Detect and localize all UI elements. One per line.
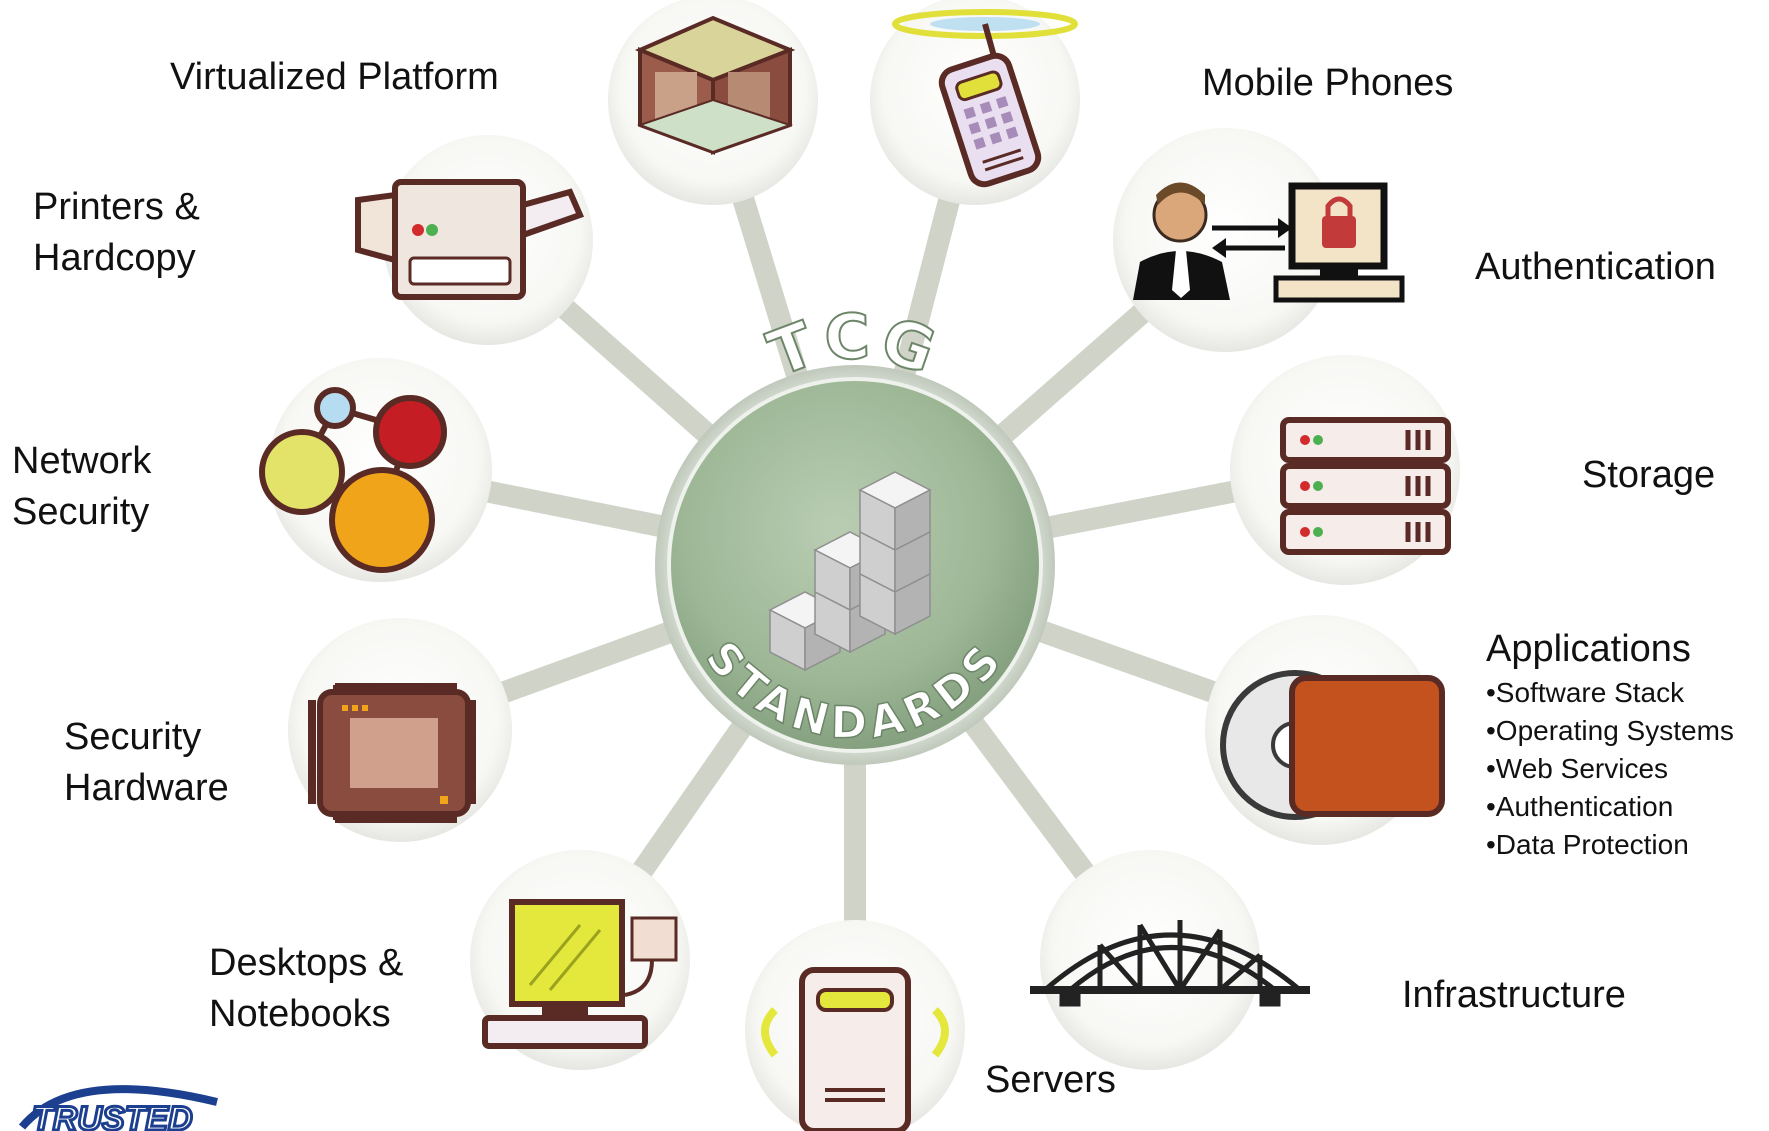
- virtualized-platform-icon: [634, 15, 796, 155]
- label-mobile-phones: Mobile Phones: [1202, 62, 1454, 104]
- label-printers-line2: Hardcopy: [33, 237, 196, 279]
- authentication-icon: [1133, 182, 1405, 303]
- logo-text: TRUSTED: [32, 1100, 193, 1131]
- printer-icon: [355, 179, 585, 300]
- network-security-icon: [259, 387, 447, 573]
- label-authentication: Authentication: [1475, 246, 1716, 288]
- label-security-hw-line2: Hardware: [64, 767, 229, 809]
- label-network-line1: Network: [12, 440, 152, 482]
- label-virtualized-platform: Virtualized Platform: [170, 56, 499, 98]
- storage-unit: [1280, 417, 1451, 463]
- label-network-line2: Security: [12, 491, 150, 533]
- bridge-icon: [1030, 920, 1310, 1007]
- label-applications: Applications: [1486, 628, 1691, 670]
- mobile-phone-icon: [892, 9, 1078, 188]
- cube-stairs-icon: [768, 471, 932, 672]
- applications-item: •Data Protection: [1486, 829, 1689, 860]
- label-security-hw-line1: Security: [64, 716, 202, 758]
- applications-item: •Authentication: [1486, 791, 1674, 822]
- applications-icon: [1220, 670, 1445, 820]
- applications-item: •Operating Systems: [1486, 715, 1734, 746]
- label-desktops-line2: Notebooks: [209, 993, 391, 1035]
- label-storage: Storage: [1582, 454, 1716, 496]
- applications-item: •Web Services: [1486, 753, 1669, 784]
- label-infrastructure: Infrastructure: [1402, 974, 1626, 1016]
- storage-icon: [1280, 417, 1451, 555]
- desktop-icon: [482, 899, 678, 1049]
- tcg-standards-hub: TCG STANDARDS: [655, 299, 1055, 765]
- label-servers: Servers: [985, 1059, 1116, 1101]
- security-chip-icon: [308, 683, 476, 823]
- bubble-infrastructure: [1040, 850, 1260, 1070]
- applications-item: •Software Stack: [1486, 677, 1685, 708]
- trusted-logo: TRUSTED: [18, 1085, 218, 1131]
- label-desktops-line1: Desktops &: [209, 942, 404, 984]
- label-printers-line1: Printers &: [33, 186, 200, 228]
- server-icon: [761, 967, 949, 1131]
